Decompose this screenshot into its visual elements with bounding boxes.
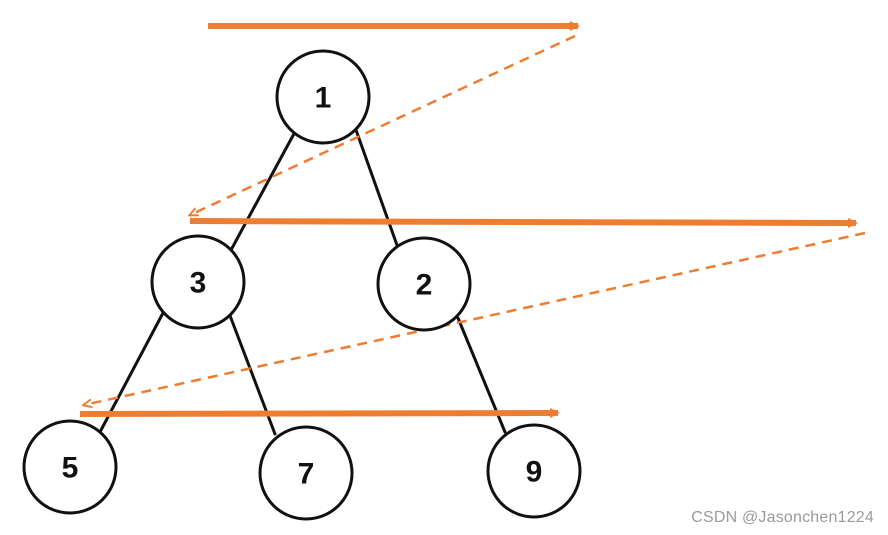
return-arrow-2 (84, 231, 866, 405)
tree-node-9: 9 (486, 423, 582, 519)
node-label: 1 (315, 82, 332, 115)
level-1-arrow (189, 217, 858, 228)
node-label: 9 (526, 456, 543, 489)
return-arrow-1 (190, 34, 576, 215)
node-label: 7 (298, 458, 315, 491)
tree-node-1: 1 (275, 49, 371, 145)
tree-node-5: 5 (22, 419, 118, 515)
tree-node-7: 7 (258, 425, 354, 521)
node-label: 2 (416, 269, 433, 302)
edge-1-3 (229, 128, 298, 252)
node-label: 3 (190, 267, 207, 300)
watermark-text: CSDN @Jasonchen1224 (691, 509, 874, 526)
edge-1-2 (354, 128, 400, 250)
tree-node-3: 3 (150, 234, 246, 330)
tree-node-2: 2 (376, 236, 472, 332)
traversal-arrows (79, 21, 866, 419)
level-2-arrow (79, 408, 560, 419)
node-label: 5 (62, 452, 79, 485)
